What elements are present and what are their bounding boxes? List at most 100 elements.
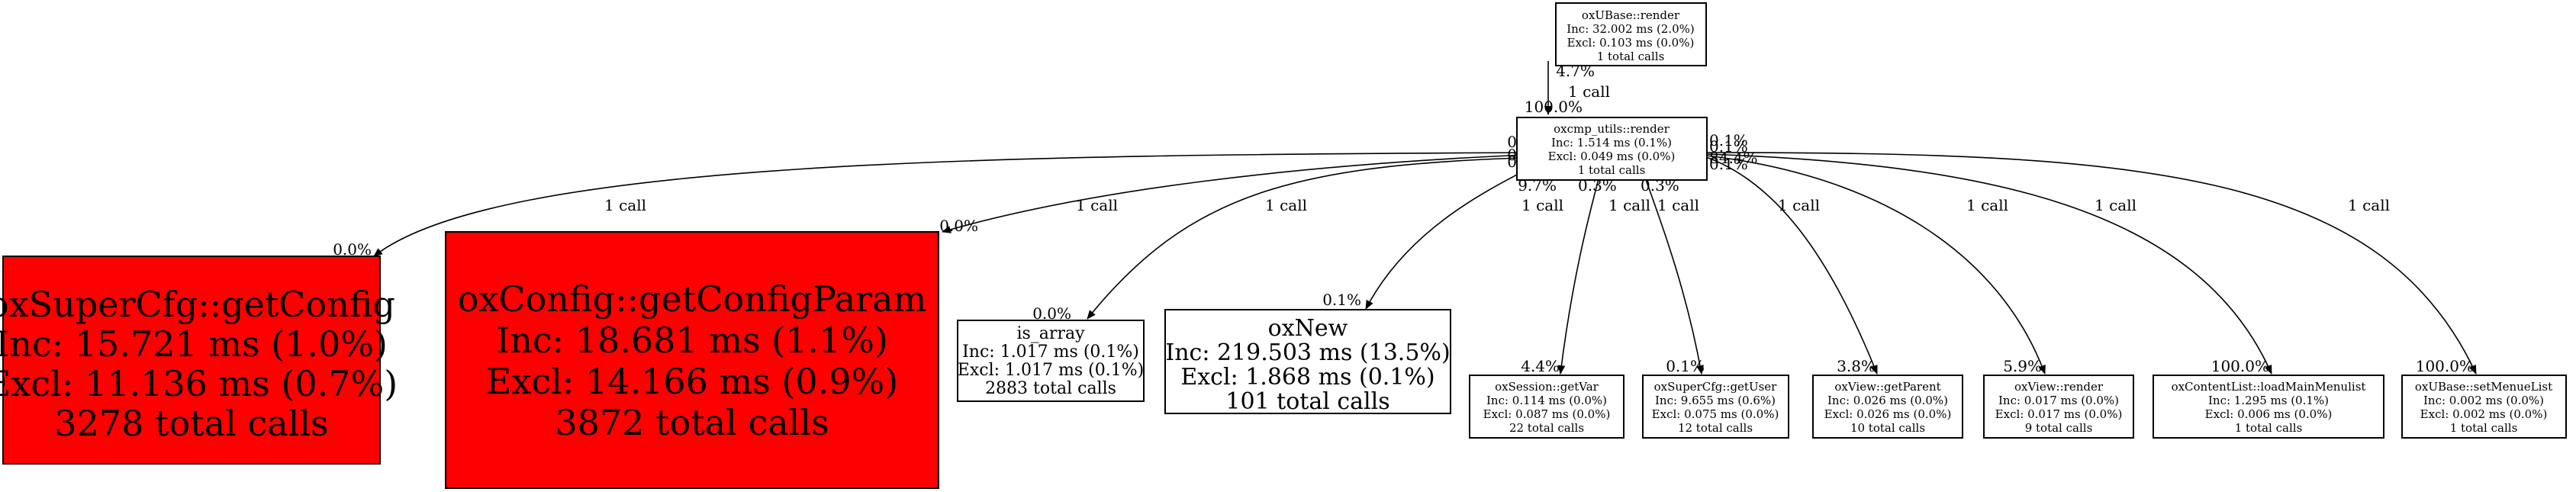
node-excl: Excl: 0.087 ms (0.0%) [1483, 407, 1611, 421]
edge-setmenuelist-head-pct: 100.0% [2416, 357, 2474, 375]
node-calls: 1 total calls [2450, 421, 2518, 435]
edge-view-render-label: 1 call [1966, 196, 2008, 214]
node-oxview-render[interactable]: oxView::render Inc: 0.017 ms (0.0%) Excl… [1983, 375, 2134, 439]
node-excl: Excl: 0.002 ms (0.0%) [2420, 407, 2548, 421]
node-is-array[interactable]: is_array Inc: 1.017 ms (0.1%) Excl: 1.01… [957, 320, 1145, 402]
node-box [1555, 2, 1707, 66]
node-box [1516, 117, 1708, 181]
edge-getparent-head-pct: 3.8% [1837, 357, 1876, 375]
node-box [957, 320, 1145, 402]
node-calls: 1 total calls [1597, 50, 1665, 63]
node-calls: 3872 total calls [555, 402, 829, 443]
node-box [1469, 375, 1624, 439]
node-box [445, 231, 939, 489]
node-excl: Excl: 0.006 ms (0.0%) [2205, 407, 2333, 421]
node-box [1642, 375, 1789, 439]
node-title: oxcmp_utils::render [1554, 122, 1670, 136]
node-oxconfig-getconfigparam[interactable]: oxConfig::getConfigParam Inc: 18.681 ms … [445, 231, 939, 489]
edge-getconfigparam-head-pct: 0.0% [939, 217, 978, 235]
node-box [2401, 375, 2567, 439]
node-inc: Inc: 32.002 ms (2.0%) [1567, 22, 1695, 36]
node-oxview-getparent[interactable]: oxView::getParent Inc: 0.026 ms (0.0%) E… [1812, 375, 1963, 439]
node-inc: Inc: 1.514 ms (0.1%) [1551, 136, 1672, 150]
edge-loadmainmenulist-tail-pct: 84.4% [1709, 149, 1758, 167]
node-oxubase-setmenuelist[interactable]: oxUBase::setMenueList Inc: 0.002 ms (0.0… [2401, 375, 2567, 439]
node-box [2, 256, 381, 465]
node-calls: 1 total calls [2235, 421, 2303, 435]
edge-getuser [1640, 164, 1704, 375]
edge-is-array [1087, 156, 1545, 320]
node-inc: Inc: 15.721 ms (1.0%) [0, 323, 388, 365]
node-title: is_array [1016, 324, 1085, 343]
node-calls: 3278 total calls [54, 403, 328, 444]
node-inc: Inc: 0.114 ms (0.0%) [1486, 394, 1607, 407]
edge-loadmainmenulist-head-pct: 100.0% [2211, 357, 2269, 375]
edge-getvar-head-pct: 4.4% [1521, 357, 1560, 375]
node-calls: 101 total calls [1225, 388, 1389, 415]
node-inc: Inc: 0.026 ms (0.0%) [1827, 394, 1948, 407]
node-inc: Inc: 219.503 ms (13.5%) [1165, 339, 1450, 366]
node-excl: Excl: 14.166 ms (0.9%) [486, 361, 898, 402]
node-excl: Excl: 0.049 ms (0.0%) [1548, 150, 1676, 163]
node-title: oxConfig::getConfigParam [458, 278, 926, 320]
edge-getconfig-label: 1 call [604, 196, 646, 214]
node-title: oxView::getParent [1834, 380, 1940, 394]
edge-getuser-head-pct: 0.1% [1666, 357, 1705, 375]
edge-getconfig [373, 152, 1545, 257]
node-inc: Inc: 0.002 ms (0.0%) [2423, 394, 2544, 407]
node-box [1983, 375, 2134, 439]
edge-view-render-tail-pct: 0.1% [1709, 137, 1748, 156]
node-box [2153, 375, 2384, 439]
node-oxsupercfg-getconfig[interactable]: oxSuperCfg::getConfig Inc: 15.721 ms (1.… [0, 256, 398, 465]
node-excl: Excl: 0.075 ms (0.0%) [1652, 407, 1779, 421]
node-oxsession-getvar[interactable]: oxSession::getVar Inc: 0.114 ms (0.0%) E… [1469, 375, 1624, 439]
edge-getparent [1705, 156, 1878, 375]
edge-setmenuelist-tail-pct: 0.1% [1709, 155, 1748, 173]
node-excl: Excl: 0.103 ms (0.0%) [1567, 36, 1695, 50]
node-title: oxContentList::loadMainMenulist [2172, 380, 2366, 394]
node-oxcontentlist-loadmainmenulist[interactable]: oxContentList::loadMainMenulist Inc: 1.2… [2153, 375, 2384, 439]
node-title: oxUBase::render [1582, 8, 1680, 22]
edge-view-render [1705, 155, 2046, 375]
node-inc: Inc: 18.681 ms (1.1%) [496, 320, 888, 361]
node-oxubase-render[interactable]: oxUBase::render Inc: 32.002 ms (2.0%) Ex… [1555, 2, 1707, 66]
edge-top-label: 1 call [1568, 82, 1610, 101]
node-oxnew[interactable]: oxNew Inc: 219.503 ms (13.5%) Excl: 1.86… [1164, 309, 1451, 415]
node-calls: 10 total calls [1850, 421, 1925, 435]
node-title: oxSuperCfg::getConfig [0, 284, 395, 325]
node-oxsupercfg-getuser[interactable]: oxSuperCfg::getUser Inc: 9.655 ms (0.6%)… [1642, 375, 1789, 439]
edge-view-render-head-pct: 5.9% [2003, 357, 2042, 375]
node-calls: 12 total calls [1678, 421, 1753, 435]
edge-getparent-tail-pct: 0.1% [1709, 131, 1748, 150]
node-excl: Excl: 0.026 ms (0.0%) [1824, 407, 1952, 421]
node-box [1164, 309, 1451, 414]
node-box [1812, 375, 1963, 439]
node-title: oxUBase::setMenueList [2415, 380, 2552, 394]
node-calls: 1 total calls [1578, 163, 1646, 177]
node-excl: Excl: 11.136 ms (0.7%) [0, 363, 398, 404]
node-excl: Excl: 0.017 ms (0.0%) [1995, 407, 2123, 421]
node-oxcmp-utils-render[interactable]: oxcmp_utils::render Inc: 1.514 ms (0.1%)… [1516, 117, 1708, 181]
edge-oxnew-label: 1 call [1521, 196, 1563, 214]
edge-getconfigparam-label: 1 call [1076, 196, 1118, 214]
node-calls: 22 total calls [1509, 421, 1584, 435]
edge-setmenuelist-label: 1 call [2348, 196, 2390, 214]
node-title: oxSuperCfg::getUser [1654, 380, 1778, 394]
edge-top-head-pct: 100.0% [1525, 98, 1583, 116]
edge-getuser-label: 1 call [1657, 196, 1699, 214]
edge-getparent-label: 1 call [1778, 196, 1820, 214]
node-calls: 2883 total calls [985, 379, 1116, 398]
node-title: oxSession::getVar [1495, 380, 1599, 394]
node-inc: Inc: 1.017 ms (0.1%) [962, 342, 1139, 362]
edge-getvar [1557, 164, 1603, 375]
edge-oxnew-head-pct: 0.1% [1322, 291, 1361, 309]
edges [373, 61, 2477, 375]
node-title: oxView::render [2014, 380, 2104, 394]
edge-getconfigparam [942, 153, 1545, 233]
node-title: oxNew [1268, 315, 1348, 342]
edge-loadmainmenulist-label: 1 call [2095, 196, 2136, 214]
edge-loadmainmenulist [1705, 153, 2272, 375]
node-calls: 9 total calls [2025, 421, 2093, 435]
edge-is-array-label: 1 call [1265, 196, 1307, 214]
